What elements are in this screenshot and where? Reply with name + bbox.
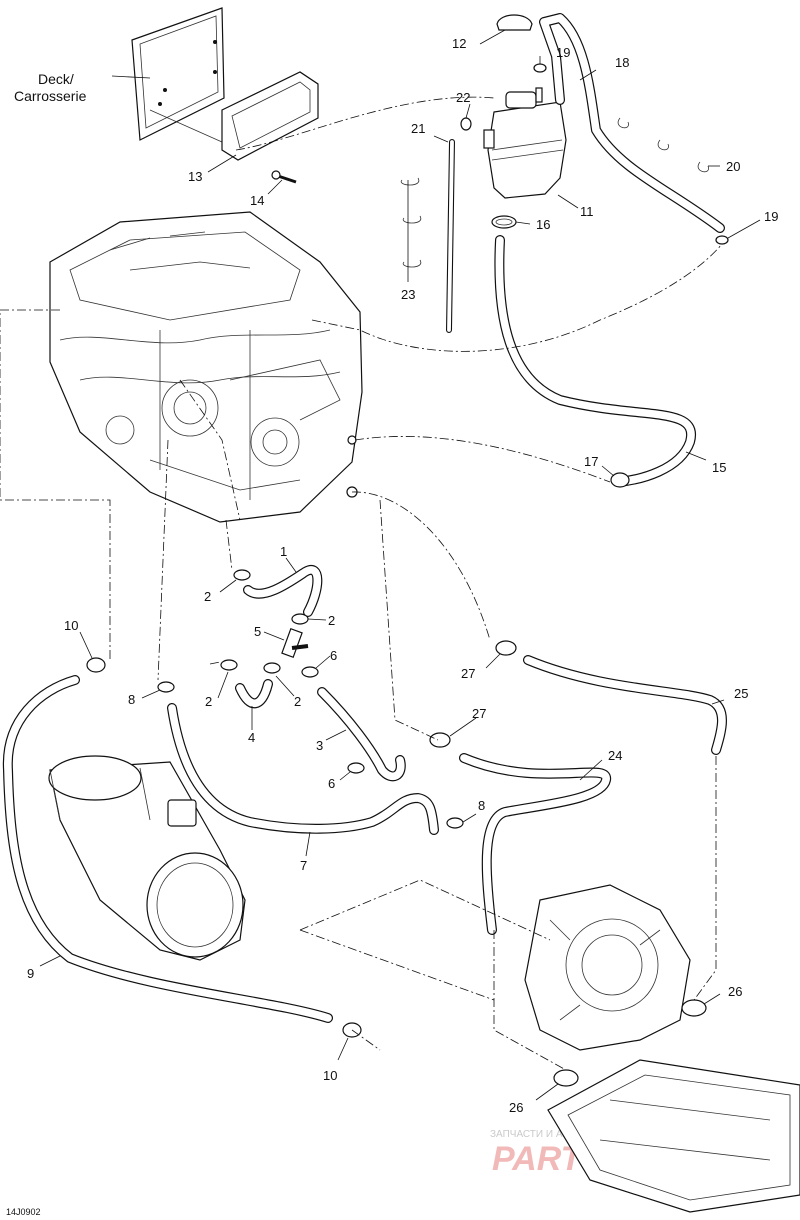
callout-21: 21 bbox=[411, 121, 425, 136]
ride-plate bbox=[547, 1059, 800, 1213]
callouts: 1 2 2 2 2 3 4 5 6 6 7 8 8 9 10 10 11 12 … bbox=[27, 36, 778, 1115]
callout-12: 12 bbox=[452, 36, 466, 51]
diagram-code: 14J0902 bbox=[6, 1207, 41, 1217]
callout-2: 2 bbox=[205, 694, 212, 709]
callout-26: 26 bbox=[728, 984, 742, 999]
radiator-cap-12 bbox=[496, 14, 533, 31]
callout-3: 3 bbox=[316, 738, 323, 753]
intercooler bbox=[48, 755, 246, 961]
callout-25: 25 bbox=[734, 686, 748, 701]
callout-27: 27 bbox=[461, 666, 475, 681]
callout-18: 18 bbox=[615, 55, 629, 70]
callout-11: 11 bbox=[580, 204, 594, 219]
coolant-reservoir bbox=[483, 87, 567, 199]
callout-24: 24 bbox=[608, 748, 622, 763]
callout-4: 4 bbox=[248, 730, 255, 745]
callout-17: 17 bbox=[584, 454, 598, 469]
callout-8: 8 bbox=[128, 692, 135, 707]
leader-lines bbox=[39, 29, 761, 1101]
bracket-13 bbox=[221, 71, 319, 161]
clamp-16 bbox=[491, 215, 517, 229]
callout-8: 8 bbox=[478, 798, 485, 813]
callout-27: 27 bbox=[472, 706, 486, 721]
deck-label-line1: Deck/ bbox=[38, 71, 74, 87]
routing-lines bbox=[0, 96, 723, 1071]
jet-pump bbox=[524, 884, 691, 1051]
callout-9: 9 bbox=[27, 966, 34, 981]
callout-2: 2 bbox=[204, 589, 211, 604]
callout-16: 16 bbox=[536, 217, 550, 232]
callout-19: 19 bbox=[764, 209, 778, 224]
callout-22: 22 bbox=[456, 90, 470, 105]
callout-10: 10 bbox=[64, 618, 78, 633]
callout-6: 6 bbox=[328, 776, 335, 791]
callout-10: 10 bbox=[323, 1068, 337, 1083]
callout-2: 2 bbox=[294, 694, 301, 709]
deck-label-line2: Carrosserie bbox=[14, 88, 87, 104]
callout-15: 15 bbox=[712, 460, 726, 475]
screw-14 bbox=[271, 170, 297, 184]
callout-1: 1 bbox=[280, 544, 287, 559]
deck-label: Deck/ Carrosserie bbox=[14, 71, 87, 104]
callout-14: 14 bbox=[250, 193, 264, 208]
callout-13: 13 bbox=[188, 169, 202, 184]
callout-19: 19 bbox=[556, 45, 570, 60]
callout-26: 26 bbox=[509, 1100, 523, 1115]
callout-6: 6 bbox=[330, 648, 337, 663]
callout-5: 5 bbox=[254, 624, 261, 639]
callout-23: 23 bbox=[401, 287, 415, 302]
hoses bbox=[2, 13, 727, 1023]
callout-7: 7 bbox=[300, 858, 307, 873]
callout-2: 2 bbox=[328, 613, 335, 628]
deck-panel bbox=[131, 7, 241, 151]
engine bbox=[49, 211, 363, 523]
fittings-and-clamps bbox=[86, 63, 729, 1087]
callout-20: 20 bbox=[726, 159, 740, 174]
